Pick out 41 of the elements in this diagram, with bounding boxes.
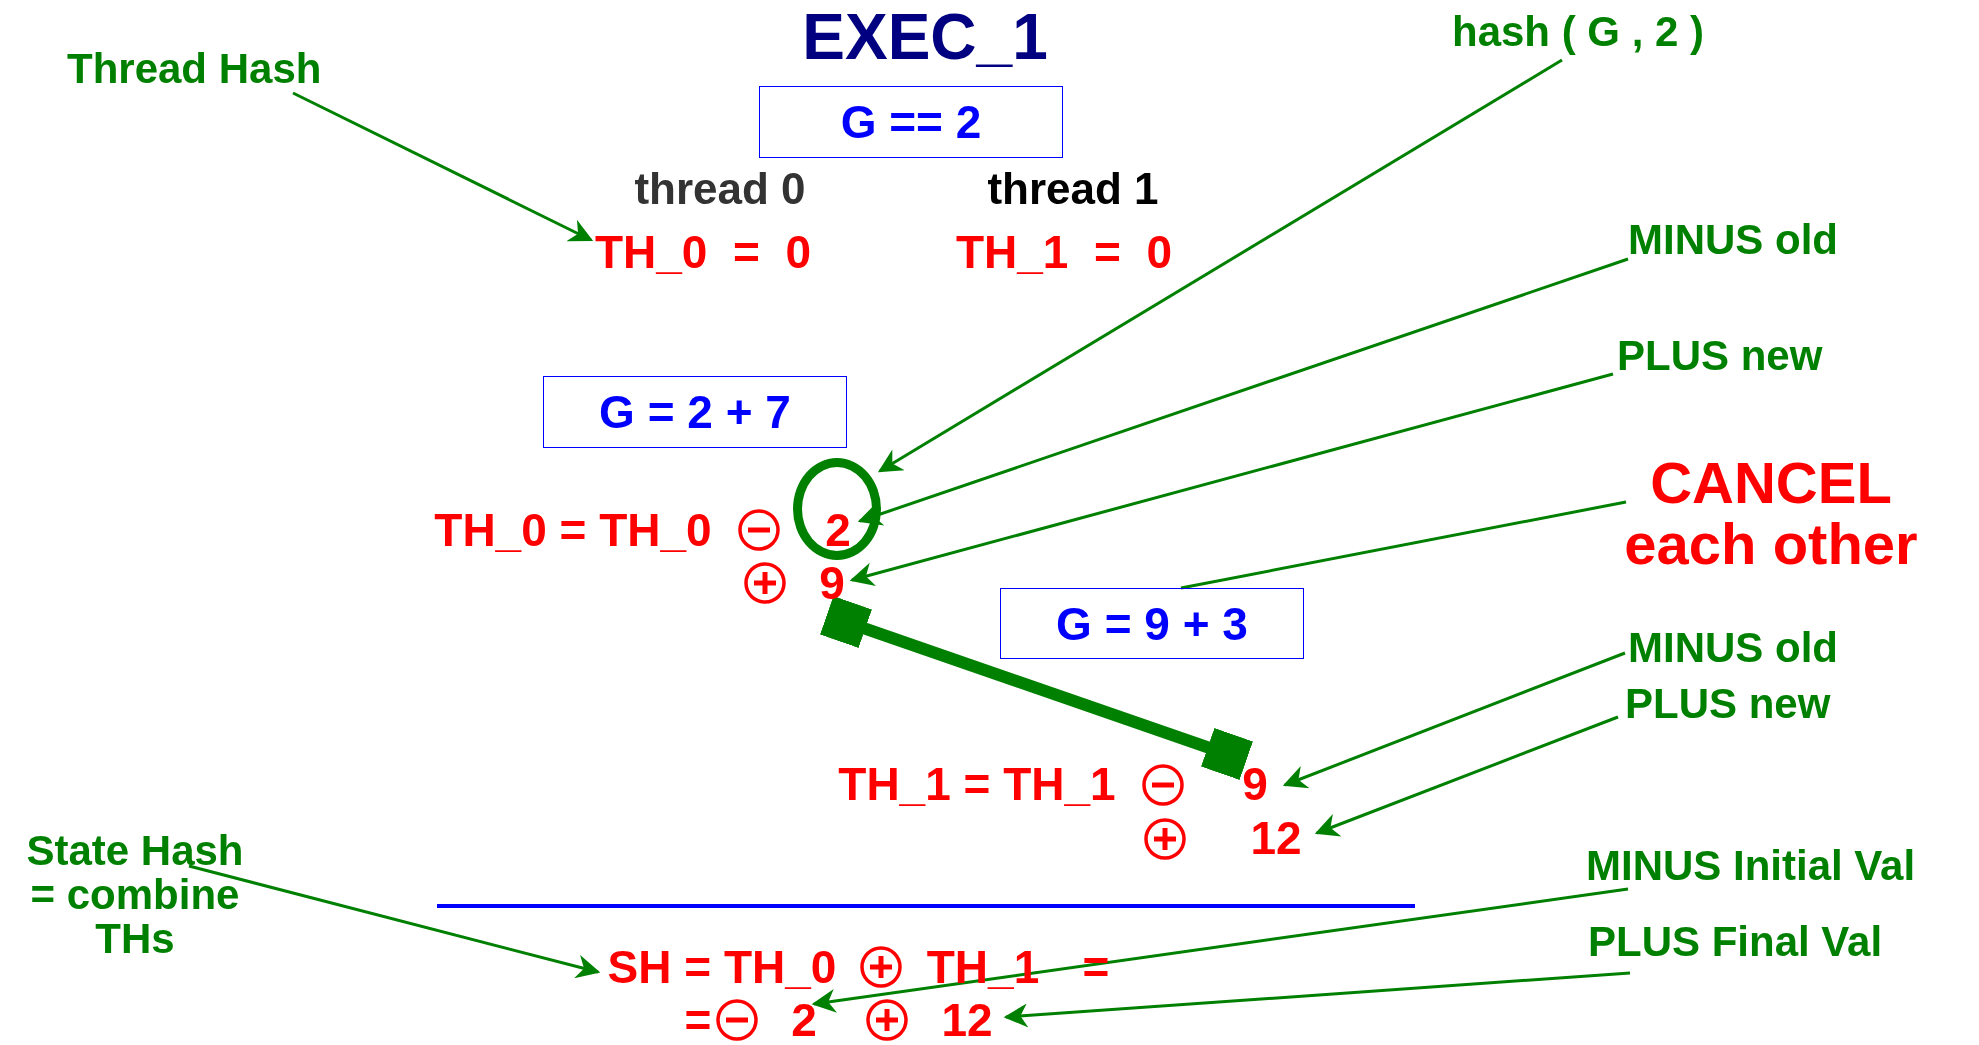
value-text: 9	[819, 558, 845, 608]
arrow	[857, 257, 1629, 526]
column-heading: thread 0	[634, 165, 806, 213]
equation-text: SH = TH_0	[607, 942, 837, 992]
value-text: 2	[825, 505, 851, 555]
annotation-text: PLUS new	[1625, 681, 1831, 727]
arrow	[188, 864, 601, 979]
annotation-text: MINUS old	[1628, 625, 1838, 671]
equation-text: TH_0 = TH_0	[434, 505, 712, 555]
arrow	[292, 91, 594, 242]
highlight-circle	[793, 458, 881, 560]
value-text: 9	[1242, 759, 1268, 809]
formula-box: G == 2	[759, 86, 1063, 158]
column-heading: thread 1	[987, 165, 1159, 213]
annotation-text: PLUS Final Val	[1588, 919, 1883, 965]
annotation-text: MINUS old	[1628, 217, 1838, 263]
annotation-text: CANCEL each other	[1621, 453, 1921, 575]
arrow	[811, 887, 1629, 1013]
formula-box: G = 9 + 3	[1000, 588, 1304, 659]
annotation-text: State Hash = combine THs	[10, 828, 260, 962]
annotation-text: MINUS Initial Val	[1586, 843, 1916, 889]
value-text: 2	[791, 995, 817, 1045]
formula-box: G = 2 + 7	[543, 376, 847, 448]
leader-line	[1180, 500, 1627, 590]
equals-sign: =	[684, 995, 712, 1045]
value-text: 12	[941, 995, 993, 1045]
annotation-text: PLUS new	[1617, 333, 1823, 379]
equation-text: TH_1 = 0	[955, 227, 1173, 277]
square-ended-bar	[820, 596, 1253, 780]
slide-title: EXEC_1	[802, 4, 1048, 72]
value-text: 12	[1250, 813, 1302, 863]
equation-text: TH_1	[926, 942, 1040, 992]
arrow	[849, 372, 1614, 586]
arrow	[1282, 651, 1626, 789]
arrow	[877, 58, 1563, 473]
equation-text: TH_1 = TH_1	[838, 759, 1116, 809]
arrow	[1314, 715, 1619, 837]
equation-text: TH_0 = 0	[594, 227, 812, 277]
annotation-text: Thread Hash	[67, 46, 322, 92]
arrow	[1003, 971, 1631, 1028]
annotation-text: hash ( G , 2 )	[1452, 9, 1704, 55]
